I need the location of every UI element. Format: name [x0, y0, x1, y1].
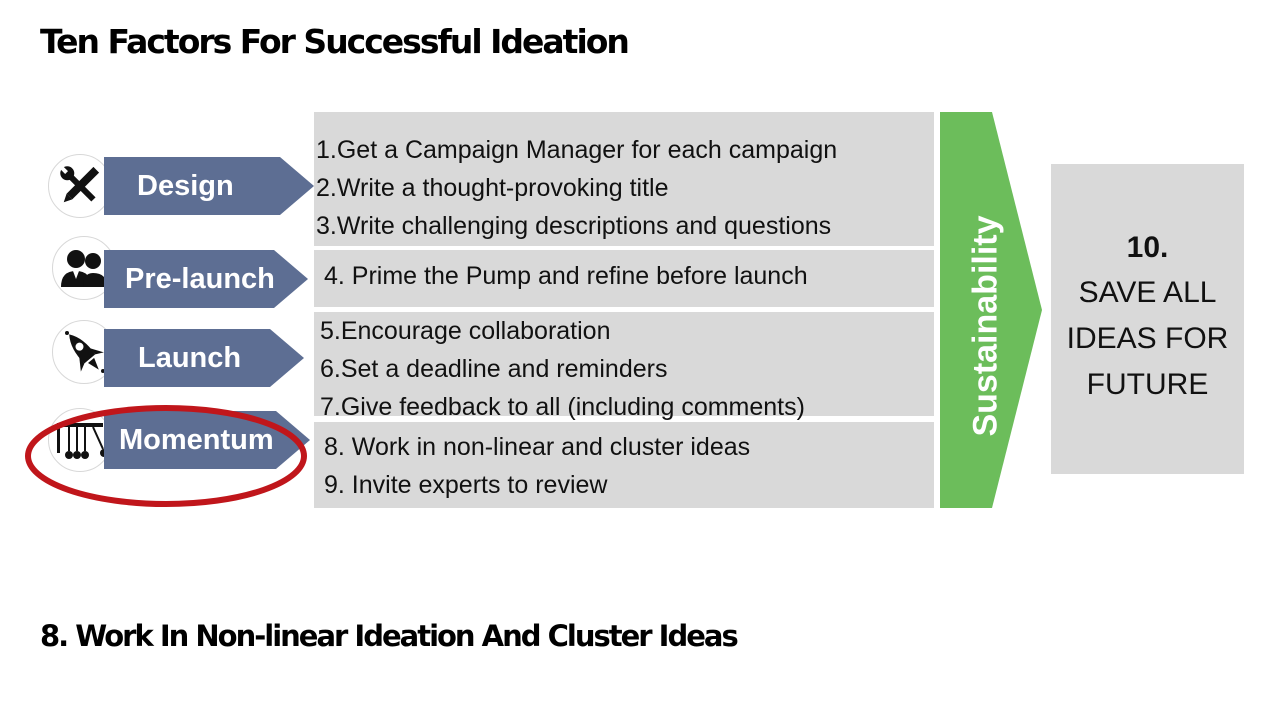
factor-item: 9. Invite experts to review	[324, 471, 608, 499]
factor-item: 2.Write a thought-provoking title	[316, 174, 669, 202]
final-factor-number: 10.	[1126, 231, 1169, 264]
stage-label-design: Design	[137, 170, 234, 202]
highlight-ellipse	[25, 405, 307, 507]
pencil-wrench-icon	[48, 154, 112, 218]
final-factor-box: 10. SAVE ALL IDEAS FOR FUTURE	[1051, 164, 1244, 474]
factor-item: 3.Write challenging descriptions and que…	[316, 212, 832, 240]
factor-box-pre-launch: 4. Prime the Pump and refine before laun…	[314, 250, 934, 307]
factor-item: 1.Get a Campaign Manager for each campai…	[316, 136, 838, 164]
slide-title: Ten Factors For Successful Ideation	[40, 22, 630, 61]
final-factor-text: SAVE ALL IDEAS FOR FUTURE	[1066, 276, 1229, 401]
factor-box-launch: 5.Encourage collaboration 6.Set a deadli…	[314, 312, 934, 421]
stage-label-momentum: Momentum	[119, 424, 274, 456]
factor-item: 7.Give feedback to all (including commen…	[320, 393, 805, 421]
stage-label-pre-launch: Pre-launch	[125, 263, 275, 295]
factor-box-design: 1.Get a Campaign Manager for each campai…	[314, 112, 934, 246]
factor-item: 6.Set a deadline and reminders	[320, 355, 668, 383]
factor-item: 5.Encourage collaboration	[320, 317, 611, 345]
stage-arrow-launch: Launch	[104, 329, 304, 387]
factor-item: 4. Prime the Pump and refine before laun…	[324, 262, 808, 290]
stage-label-launch: Launch	[138, 342, 242, 374]
current-topic: 8. Work In Non-linear Ideation And Clust…	[40, 619, 739, 653]
factor-item: 8. Work in non-linear and cluster ideas	[324, 433, 751, 461]
sustainability-label: Sustainability	[966, 215, 1005, 437]
factor-box-momentum: 8. Work in non-linear and cluster ideas …	[314, 422, 934, 508]
stage-arrow-pre-launch: Pre-launch	[104, 250, 308, 308]
stage-arrow-momentum: Momentum	[104, 411, 310, 469]
stage-arrow-design: Design	[104, 157, 314, 215]
